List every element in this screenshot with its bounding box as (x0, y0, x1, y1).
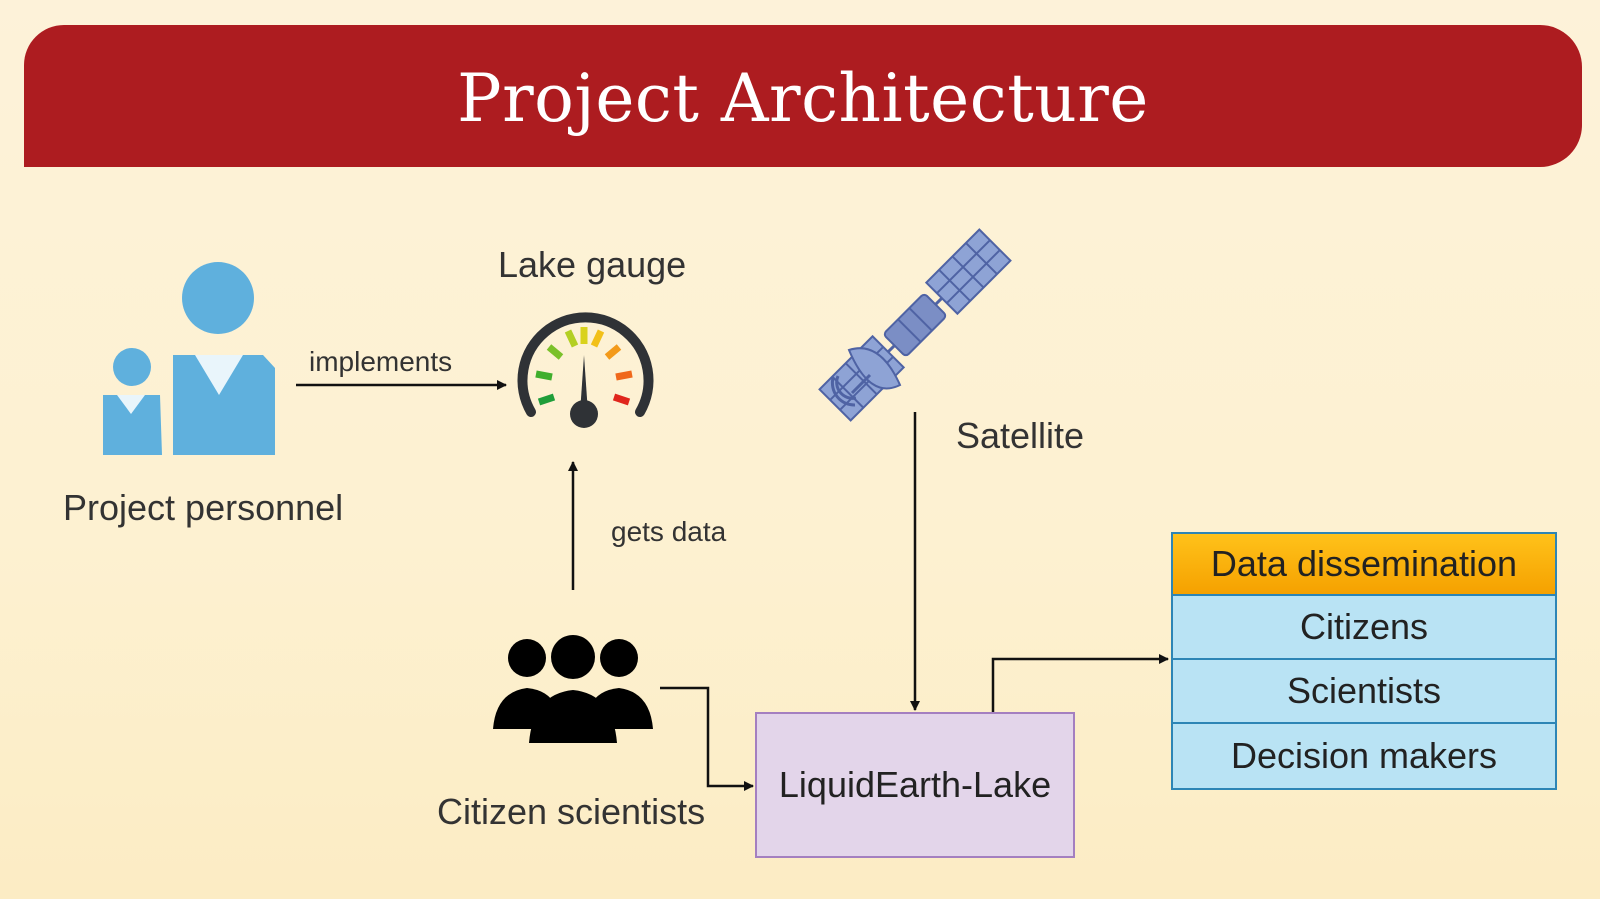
gets-data-label: gets data (611, 516, 727, 547)
dissemination-table: Data dissemination Citizens Scientists D… (1171, 532, 1557, 790)
dissemination-item-decision-makers: Decision makers (1173, 724, 1555, 788)
people-icon (103, 262, 275, 455)
citizen-arrow (660, 686, 754, 791)
citizen-scientists-label: Citizen scientists (437, 791, 706, 832)
liquidearth-label: LiquidEarth-Lake (778, 764, 1052, 805)
satellite-label: Satellite (956, 415, 1085, 456)
group-icon (493, 635, 653, 743)
project-personnel-label: Project personnel (63, 487, 344, 528)
gauge-icon (517, 312, 654, 428)
lake-gauge-label: Lake gauge (498, 244, 687, 285)
satellite-dish-icon (830, 347, 902, 407)
dissemination-arrow (991, 654, 1169, 712)
dissemination-item-citizens: Citizens (1173, 596, 1555, 660)
implements-label: implements (309, 346, 453, 377)
dissemination-item-scientists: Scientists (1173, 660, 1555, 724)
satellite-icon (818, 228, 1012, 422)
page-title: Project Architecture (457, 59, 1149, 137)
title-bar: Project Architecture (24, 25, 1582, 167)
liquidearth-box: LiquidEarth-Lake (755, 712, 1075, 858)
dissemination-header: Data dissemination (1173, 534, 1555, 596)
